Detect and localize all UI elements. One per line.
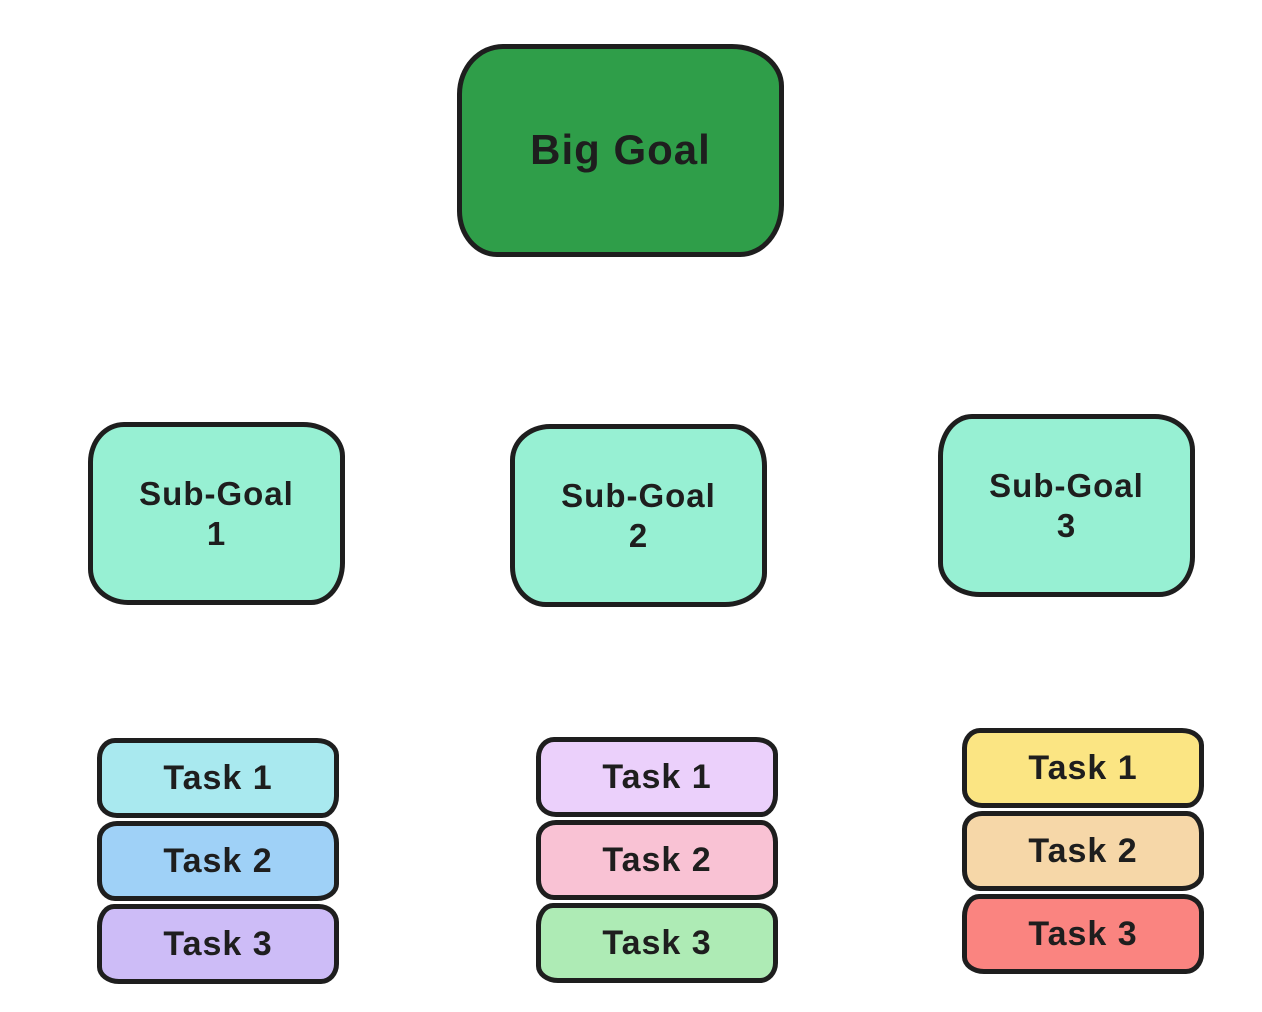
sub-goal-3-label-line2: 3: [1056, 506, 1077, 544]
stack1-task2-label: Task 2: [163, 841, 273, 880]
stack1-task1-box[interactable]: Task 1: [97, 738, 339, 818]
stack1-task1-label: Task 1: [163, 758, 273, 797]
stack3-task3-box[interactable]: Task 3: [962, 894, 1204, 974]
sub-goal-3-label-line1: Sub-Goal: [989, 466, 1144, 504]
stack1-task3-label: Task 3: [163, 924, 273, 963]
sub-goal-1-label-line1: Sub-Goal: [139, 474, 294, 512]
sub-goal-3-box[interactable]: Sub-Goal 3: [938, 414, 1195, 597]
stack2-task2-label: Task 2: [602, 840, 712, 879]
sub-goal-2-box[interactable]: Sub-Goal 2: [510, 424, 767, 607]
stack3-task2-label: Task 2: [1028, 831, 1138, 870]
stack1-task2-box[interactable]: Task 2: [97, 821, 339, 901]
stack2-task3-box[interactable]: Task 3: [536, 903, 778, 983]
stack2-task2-box[interactable]: Task 2: [536, 820, 778, 900]
stack2-task1-box[interactable]: Task 1: [536, 737, 778, 817]
sub-goal-2-label-line2: 2: [628, 516, 649, 554]
stack3-task3-label: Task 3: [1028, 914, 1138, 953]
big-goal-label: Big Goal: [530, 126, 711, 174]
sub-goal-1-label-line2: 1: [206, 514, 227, 552]
sub-goal-2-label-line1: Sub-Goal: [561, 476, 716, 514]
stack1-task3-box[interactable]: Task 3: [97, 904, 339, 984]
sub-goal-1-box[interactable]: Sub-Goal 1: [88, 422, 345, 605]
stack3-task1-label: Task 1: [1028, 748, 1138, 787]
stack2-task3-label: Task 3: [602, 923, 712, 962]
big-goal-box[interactable]: Big Goal: [457, 44, 784, 257]
stack3-task2-box[interactable]: Task 2: [962, 811, 1204, 891]
stack2-task1-label: Task 1: [602, 757, 712, 796]
stack3-task1-box[interactable]: Task 1: [962, 728, 1204, 808]
